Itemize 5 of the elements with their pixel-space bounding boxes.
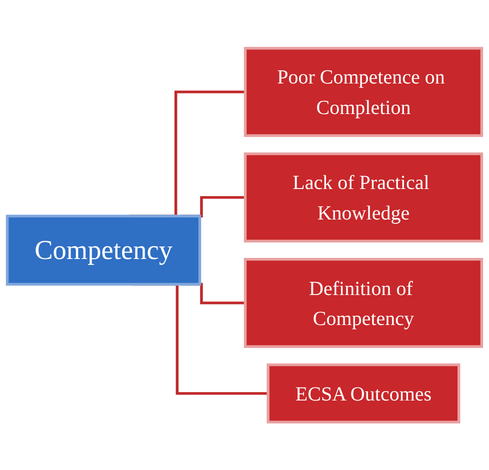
node-box: Poor Competence on Completion: [244, 46, 484, 137]
node-box: ECSA Outcomes: [266, 363, 460, 424]
node-box: Lack of Practical Knowledge: [244, 152, 484, 242]
node-box: Definition of Competency: [244, 258, 484, 348]
node-box: Competency: [6, 214, 202, 286]
